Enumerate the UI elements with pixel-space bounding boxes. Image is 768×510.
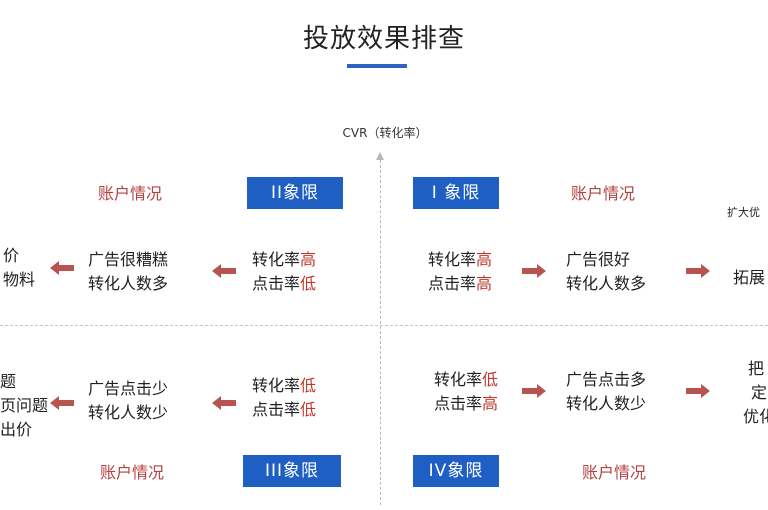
q4-result-line2: 转化人数少 bbox=[566, 394, 647, 413]
q2-action-line1: 价 bbox=[3, 246, 20, 265]
q4-metric-cvr-label: 转化率 bbox=[434, 370, 483, 389]
q4-metric-cvr: 转化率低 bbox=[434, 368, 498, 392]
q3-arrow-left-icon bbox=[50, 396, 74, 410]
q4-account-status: 账户情况 bbox=[582, 463, 647, 482]
q4-result-line1: 广告点击多 bbox=[566, 370, 647, 389]
q4-metric-ctr-label: 点击率 bbox=[434, 394, 483, 413]
q3-metric-cvr: 转化率低 bbox=[252, 374, 316, 398]
horizontal-axis bbox=[0, 325, 768, 326]
vertical-axis bbox=[380, 160, 381, 505]
q3-metric-ctr: 点击率低 bbox=[252, 398, 316, 422]
q2-metric-ctr: 点击率低 bbox=[252, 272, 316, 296]
q3-metric-ctr-level: 低 bbox=[300, 400, 317, 419]
q2-result-line2: 转化人数多 bbox=[88, 274, 169, 293]
page-title: 投放效果排查 bbox=[302, 24, 465, 54]
q4-metric-ctr-level: 高 bbox=[482, 394, 499, 413]
q2-action-line2: 物料 bbox=[3, 270, 36, 289]
q1-metric-ctr: 点击率高 bbox=[428, 272, 492, 296]
q4-arrow-right-icon-2 bbox=[686, 384, 710, 398]
q3-action-line1: 题 bbox=[0, 372, 17, 391]
q3-arrow-left-icon-2 bbox=[212, 396, 236, 410]
q3-action-line3: 出价 bbox=[0, 420, 33, 439]
q2-metric-cvr-label: 转化率 bbox=[252, 250, 301, 269]
q2-arrow-left-icon bbox=[50, 261, 74, 275]
q1-account-status: 账户情况 bbox=[571, 184, 636, 203]
q1-arrow-right-icon bbox=[522, 264, 546, 278]
q3-action-line2: 页问题 bbox=[0, 396, 49, 415]
q1-metric-cvr: 转化率高 bbox=[428, 248, 492, 272]
q1-extra-label: 扩大优 bbox=[727, 206, 760, 219]
q2-arrow-left-icon-2 bbox=[212, 264, 236, 278]
q3-metric-ctr-label: 点击率 bbox=[252, 400, 301, 419]
axis-label-cvr: CVR（转化率） bbox=[342, 126, 428, 140]
q1-badge: I 象限 bbox=[413, 177, 499, 209]
q1-result-line2: 转化人数多 bbox=[566, 274, 647, 293]
q1-metric-cvr-level: 高 bbox=[476, 250, 493, 269]
q3-account-status: 账户情况 bbox=[100, 463, 165, 482]
q4-action-line2: 定 bbox=[751, 383, 768, 402]
q2-metric-ctr-label: 点击率 bbox=[252, 274, 301, 293]
q1-action-line1: 拓展 bbox=[733, 268, 766, 287]
q2-metric-ctr-level: 低 bbox=[300, 274, 317, 293]
q3-result-line1: 广告点击少 bbox=[88, 379, 169, 398]
q3-metric-cvr-label: 转化率 bbox=[252, 376, 301, 395]
q1-metric-ctr-label: 点击率 bbox=[428, 274, 477, 293]
q4-action-line3: 优化 bbox=[743, 407, 768, 426]
vertical-axis-arrowhead bbox=[376, 152, 384, 160]
q2-badge: II象限 bbox=[247, 177, 343, 209]
q3-result-line2: 转化人数少 bbox=[88, 403, 169, 422]
q4-action-line1: 把 bbox=[748, 359, 765, 378]
q2-account-status: 账户情况 bbox=[98, 184, 163, 203]
q1-arrow-right-icon-2 bbox=[686, 264, 710, 278]
q4-metric-ctr: 点击率高 bbox=[434, 392, 498, 416]
q1-metric-ctr-level: 高 bbox=[476, 274, 493, 293]
title-underline bbox=[347, 64, 407, 68]
q4-metric-cvr-level: 低 bbox=[482, 370, 499, 389]
q4-badge: IV象限 bbox=[413, 455, 499, 487]
q2-metric-cvr-level: 高 bbox=[300, 250, 317, 269]
q3-badge: III象限 bbox=[243, 455, 341, 487]
q2-metric-cvr: 转化率高 bbox=[252, 248, 316, 272]
q4-arrow-right-icon bbox=[522, 384, 546, 398]
q2-result-line1: 广告很糟糕 bbox=[88, 250, 169, 269]
q3-metric-cvr-level: 低 bbox=[300, 376, 317, 395]
q1-result-line1: 广告很好 bbox=[566, 250, 631, 269]
q1-metric-cvr-label: 转化率 bbox=[428, 250, 477, 269]
